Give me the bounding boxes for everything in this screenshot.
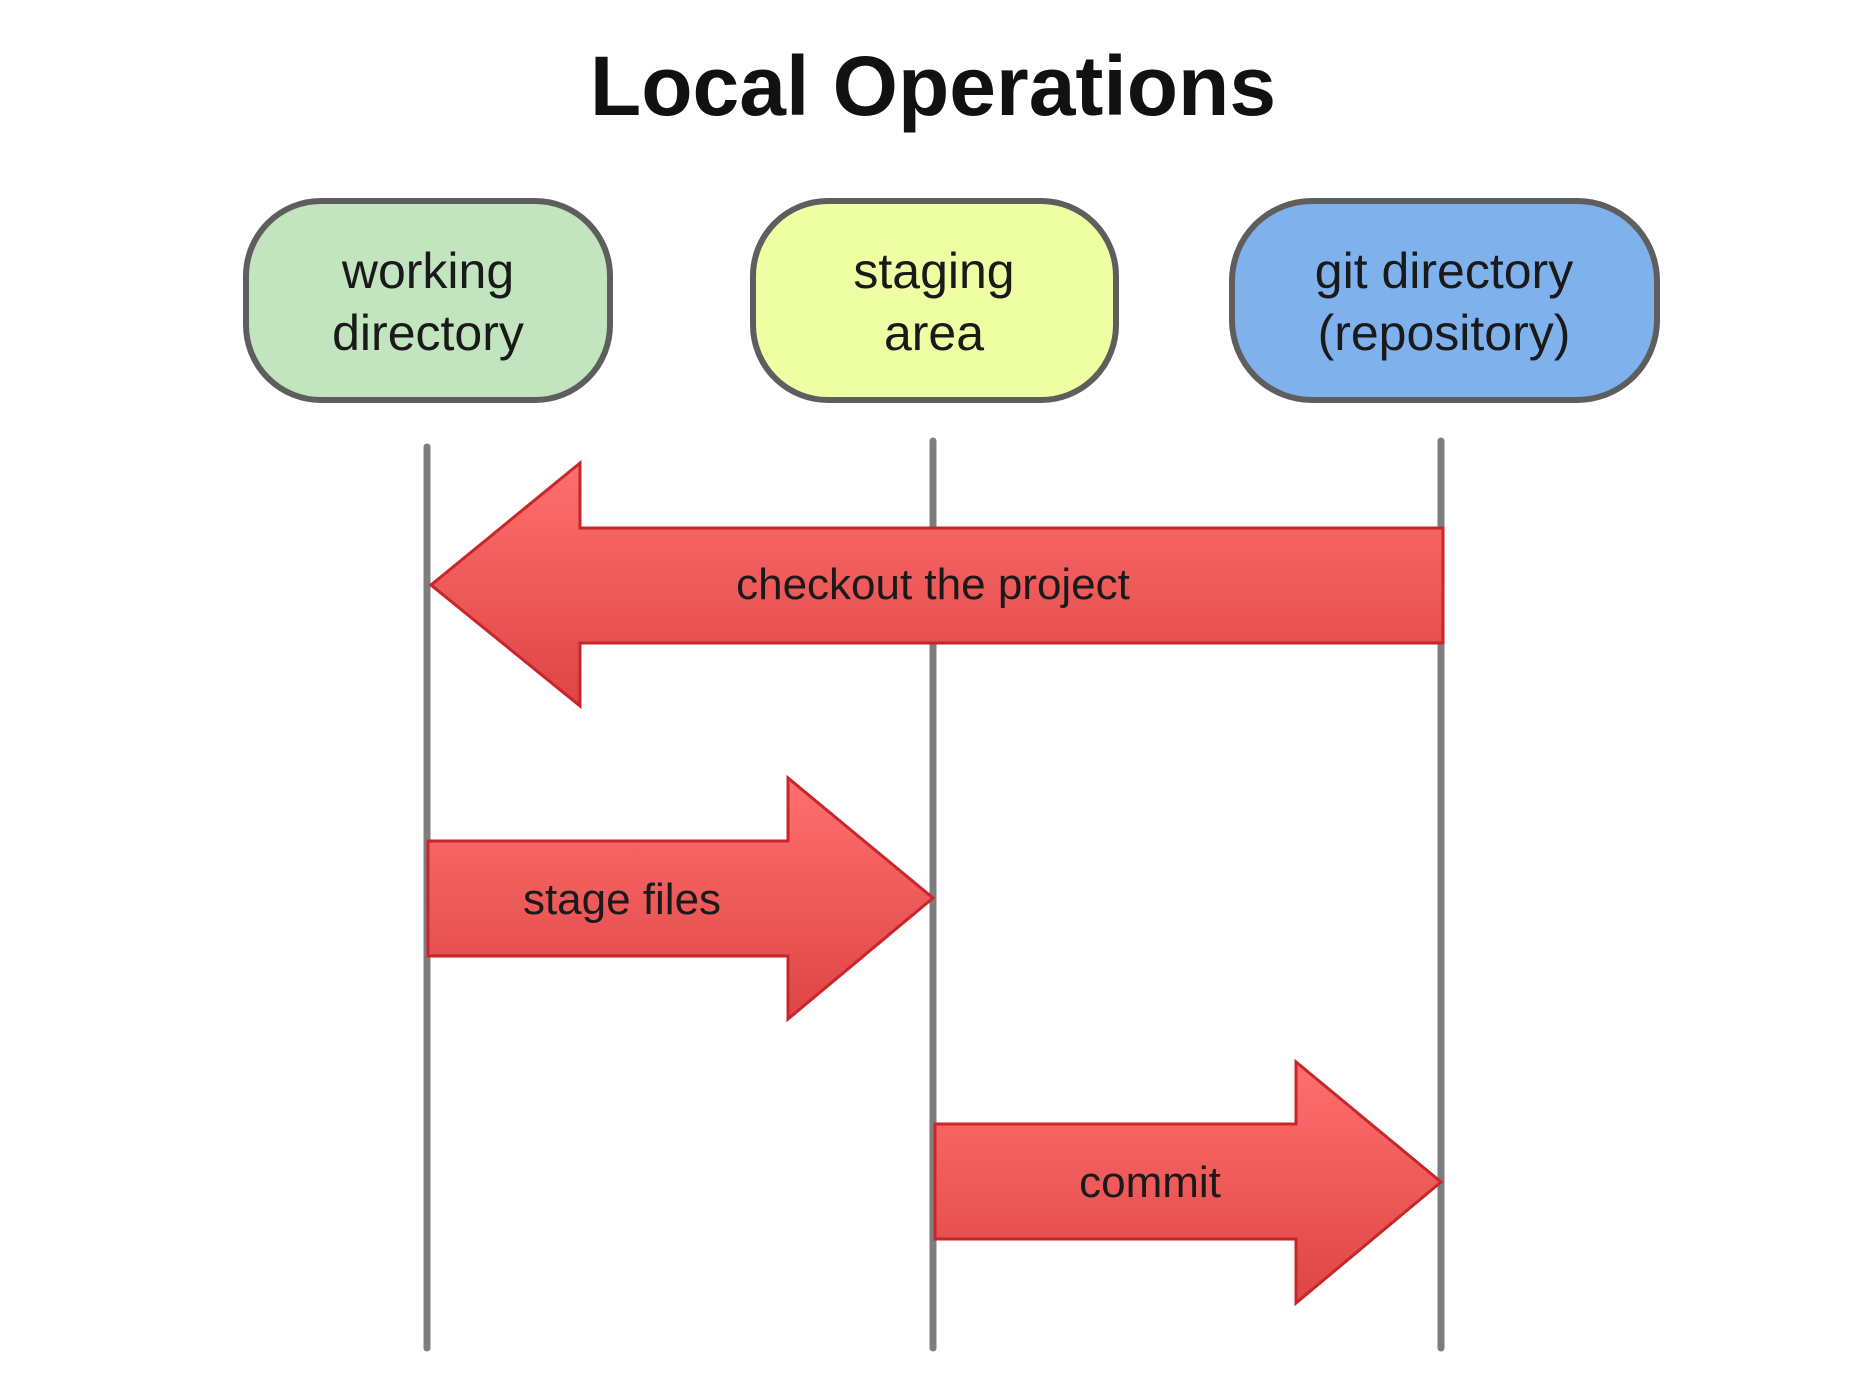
node-working-directory: working directory [243, 198, 613, 403]
arrow-stage-files: stage files [426, 774, 936, 1023]
node-staging-area-line-2: area [884, 305, 984, 361]
node-git-directory: git directory (repository) [1229, 198, 1660, 403]
arrow-stage-files-shape [426, 774, 936, 1023]
arrow-checkout-label: checkout the project [736, 560, 1130, 609]
arrow-checkout: checkout the project [428, 459, 1445, 710]
node-staging-area: staging area [750, 198, 1119, 403]
node-staging-area-line-1: staging [853, 243, 1014, 299]
node-staging-area-shape [750, 198, 1119, 403]
arrow-commit-shape [933, 1058, 1444, 1307]
node-working-directory-line-2: directory [332, 305, 524, 361]
arrow-commit: commit [933, 1058, 1444, 1307]
arrow-stage-files-label: stage files [523, 875, 721, 924]
node-git-directory-line-1: git directory [1315, 243, 1573, 299]
node-git-directory-shape [1229, 198, 1660, 403]
node-git-directory-line-2: (repository) [1318, 305, 1571, 361]
node-working-directory-line-1: working [341, 243, 514, 299]
arrow-commit-label: commit [1079, 1158, 1221, 1207]
node-working-directory-shape [243, 198, 613, 403]
diagram-title: Local Operations [590, 39, 1276, 133]
arrow-checkout-shape [428, 459, 1445, 710]
